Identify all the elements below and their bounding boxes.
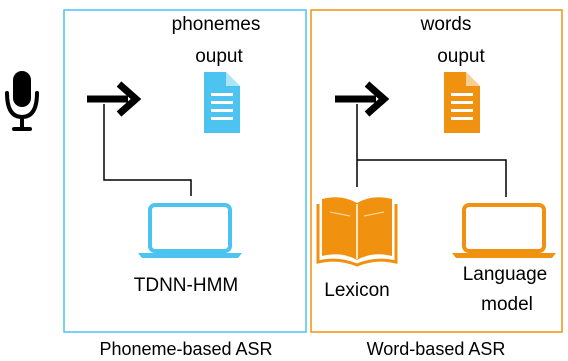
laptop-icon	[138, 203, 242, 258]
phonemes-output-title: phonemes	[172, 14, 261, 35]
microphone-icon	[5, 71, 39, 131]
phoneme-panel	[63, 9, 307, 333]
language-model-label-line2: model	[481, 294, 533, 315]
word-panel	[310, 9, 563, 333]
phoneme-panel-caption: Phoneme-based ASR	[99, 339, 272, 359]
laptop-icon	[452, 203, 556, 258]
arrow-right-icon	[87, 81, 142, 117]
lexicon-label: Lexicon	[324, 280, 390, 301]
word-panel-caption: Word-based ASR	[367, 339, 506, 359]
connector-line	[356, 104, 507, 197]
arrow-right-icon	[335, 81, 390, 117]
language-model-label-line1: Language	[463, 264, 548, 285]
words-output-subtitle: ouput	[437, 46, 485, 67]
document-icon	[444, 72, 480, 133]
book-icon	[316, 197, 398, 267]
document-icon	[204, 72, 240, 133]
tdnn-hmm-label: TDNN-HMM	[134, 275, 238, 296]
phonemes-output-subtitle: ouput	[195, 46, 243, 67]
connector-line	[103, 104, 192, 196]
words-output-title: words	[420, 14, 472, 35]
